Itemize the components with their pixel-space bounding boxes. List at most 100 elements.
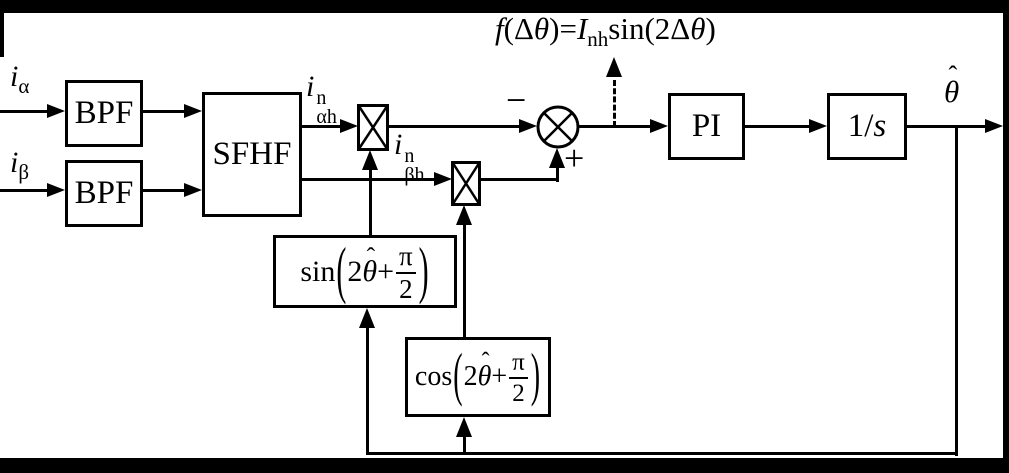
plus-op: + bbox=[491, 361, 508, 392]
cos-fn: cos bbox=[414, 361, 453, 392]
hat-accent: ˆ bbox=[481, 349, 490, 376]
sin-fn: sin bbox=[300, 254, 336, 288]
cos-coef: 2 bbox=[463, 361, 478, 392]
theta-symbol: θ bbox=[533, 11, 550, 46]
wire-input-beta bbox=[0, 189, 47, 192]
equals: )= bbox=[549, 11, 577, 46]
left-paren: ( bbox=[336, 235, 347, 306]
beta-subscript: β bbox=[18, 160, 30, 184]
wire-dashed-branch bbox=[613, 80, 616, 127]
sfhf-block: SFHF bbox=[202, 92, 302, 217]
alpha-h-subscript: αh bbox=[316, 106, 337, 128]
pi-block: PI bbox=[668, 93, 745, 160]
multiplier-1-icon bbox=[357, 104, 389, 151]
arrow-right-icon bbox=[650, 119, 668, 133]
wire-mult1-sum bbox=[388, 125, 519, 128]
arrow-right-icon bbox=[47, 183, 65, 197]
arrow-right-icon bbox=[340, 119, 358, 133]
pi-label: PI bbox=[691, 108, 722, 144]
theta: θ bbox=[362, 254, 378, 288]
fraction-denominator: 2 bbox=[512, 380, 525, 407]
wire-feedback-cos bbox=[463, 435, 466, 455]
beta-h-subscript: βh bbox=[404, 164, 425, 186]
arrow-right-icon bbox=[184, 104, 202, 118]
theta: θ bbox=[944, 74, 960, 109]
paren: ( bbox=[503, 11, 514, 46]
input-alpha-label: iα bbox=[10, 62, 29, 97]
wire-feedback-bottom bbox=[367, 452, 958, 455]
plus-sign: + bbox=[564, 138, 585, 178]
theta: θ bbox=[477, 361, 492, 392]
wire-sfhf-mult2 bbox=[302, 178, 434, 181]
fraction-denominator: 2 bbox=[399, 273, 413, 304]
i-symbol: i bbox=[394, 128, 403, 161]
left-paren: ( bbox=[453, 343, 463, 409]
left-border-artifact bbox=[0, 13, 4, 57]
hat-accent: ˆ bbox=[366, 241, 376, 271]
arrow-up-icon bbox=[362, 150, 378, 170]
input-beta-label: iβ bbox=[10, 148, 29, 183]
wire-feedback-down bbox=[955, 127, 958, 456]
f-symbol: f bbox=[495, 11, 504, 46]
i-symbol: i bbox=[10, 60, 19, 93]
wire-input-alpha bbox=[0, 110, 47, 113]
summing-junction-icon bbox=[536, 105, 580, 149]
right-border-bar bbox=[1003, 13, 1009, 458]
wire-cos-mult2 bbox=[463, 223, 466, 338]
wire-integrator-output bbox=[907, 125, 985, 128]
arrow-right-icon bbox=[519, 119, 537, 133]
integrator-numerator: 1/ bbox=[847, 108, 874, 144]
arrow-up-icon bbox=[549, 148, 565, 168]
arrow-right-icon bbox=[809, 119, 827, 133]
wire-bpf1-sfhf bbox=[143, 110, 184, 113]
bpf1-label: BPF bbox=[74, 95, 134, 131]
wire-feedback-sin bbox=[366, 326, 369, 455]
delta-symbol: Δ bbox=[513, 11, 534, 46]
i-symbol: i bbox=[306, 70, 315, 103]
integrator-variable: s bbox=[873, 108, 887, 144]
alpha-subscript: α bbox=[18, 74, 30, 98]
integrator-block: 1/s bbox=[827, 93, 907, 160]
fraction-numerator: π bbox=[509, 350, 528, 379]
hat-accent: ˆ bbox=[948, 60, 958, 90]
bpf1-block: BPF bbox=[65, 80, 143, 147]
wire-corner-sum bbox=[556, 166, 559, 182]
top-border-bar bbox=[0, 0, 1009, 13]
bpf2-label: BPF bbox=[74, 175, 134, 211]
arrow-up-icon bbox=[456, 205, 472, 225]
arrow-right-icon bbox=[985, 119, 1003, 133]
sin-term: sin(2 bbox=[608, 11, 671, 46]
n-superscript: n bbox=[404, 145, 415, 167]
sin-coef: 2 bbox=[347, 254, 363, 288]
arrow-right-icon bbox=[47, 104, 65, 118]
theta-symbol: θ bbox=[690, 11, 706, 46]
arrow-right-icon bbox=[434, 172, 452, 186]
wire-mult2-corner bbox=[480, 178, 559, 181]
n-superscript: n bbox=[316, 87, 327, 109]
bpf2-block: BPF bbox=[65, 160, 143, 227]
multiplier-2-icon bbox=[451, 161, 481, 206]
arrow-up-icon bbox=[359, 308, 375, 328]
right-paren: ) bbox=[418, 235, 429, 306]
integrator-label: 1/s bbox=[848, 110, 887, 143]
plus-op: + bbox=[377, 254, 395, 288]
i-symbol: i bbox=[10, 146, 19, 179]
nh-subscript: nh bbox=[587, 27, 609, 51]
current-amplitude-symbol: I bbox=[576, 11, 588, 46]
arrow-up-icon bbox=[606, 57, 622, 77]
fraction-numerator: π bbox=[396, 242, 416, 274]
